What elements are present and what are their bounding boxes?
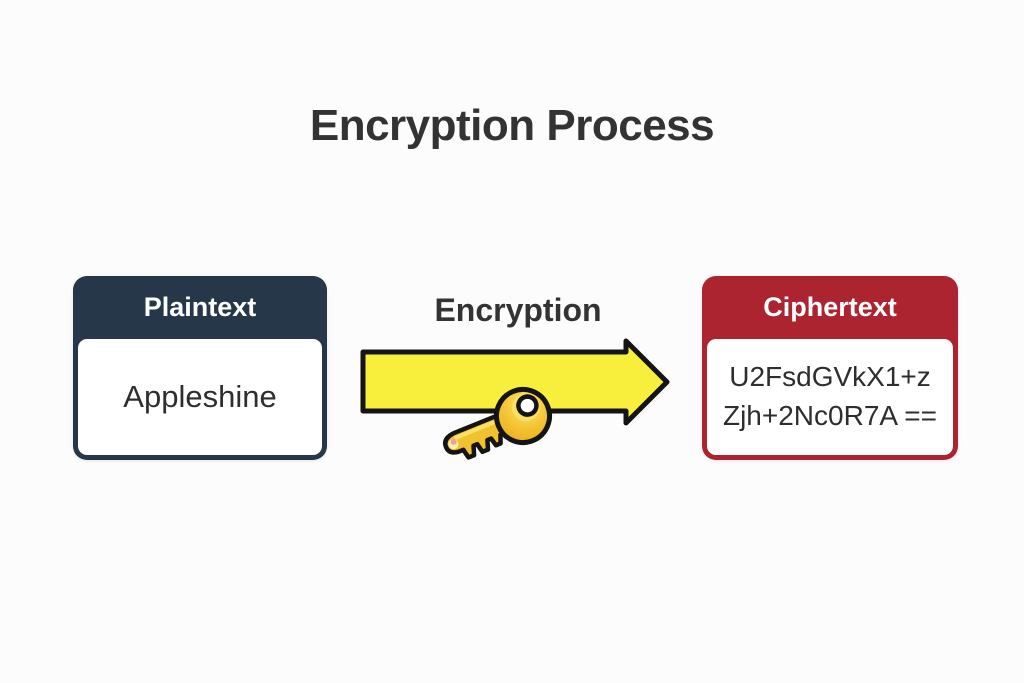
encryption-label: Encryption	[434, 292, 602, 328]
ciphertext-box: Ciphertext U2FsdGVkX1+z Zjh+2Nc0R7A ==	[702, 276, 958, 460]
ciphertext-box-header: Ciphertext	[763, 292, 897, 322]
key-icon	[443, 387, 552, 460]
right-arrow-icon	[360, 338, 670, 426]
ciphertext-value-line1: U2FsdGVkX1+z	[729, 361, 931, 393]
plaintext-box: Plaintext Appleshine	[73, 276, 327, 460]
plaintext-box-header: Plaintext	[143, 292, 257, 322]
ciphertext-value-line2: Zjh+2Nc0R7A ==	[722, 400, 938, 431]
plaintext-box-body: Appleshine	[78, 339, 322, 455]
plaintext-value: Appleshine	[123, 379, 277, 414]
ciphertext-box-body: U2FsdGVkX1+z Zjh+2Nc0R7A ==	[707, 339, 953, 455]
encryption-arrow-graphic	[360, 338, 670, 460]
page-title: Encryption Process	[309, 101, 715, 150]
